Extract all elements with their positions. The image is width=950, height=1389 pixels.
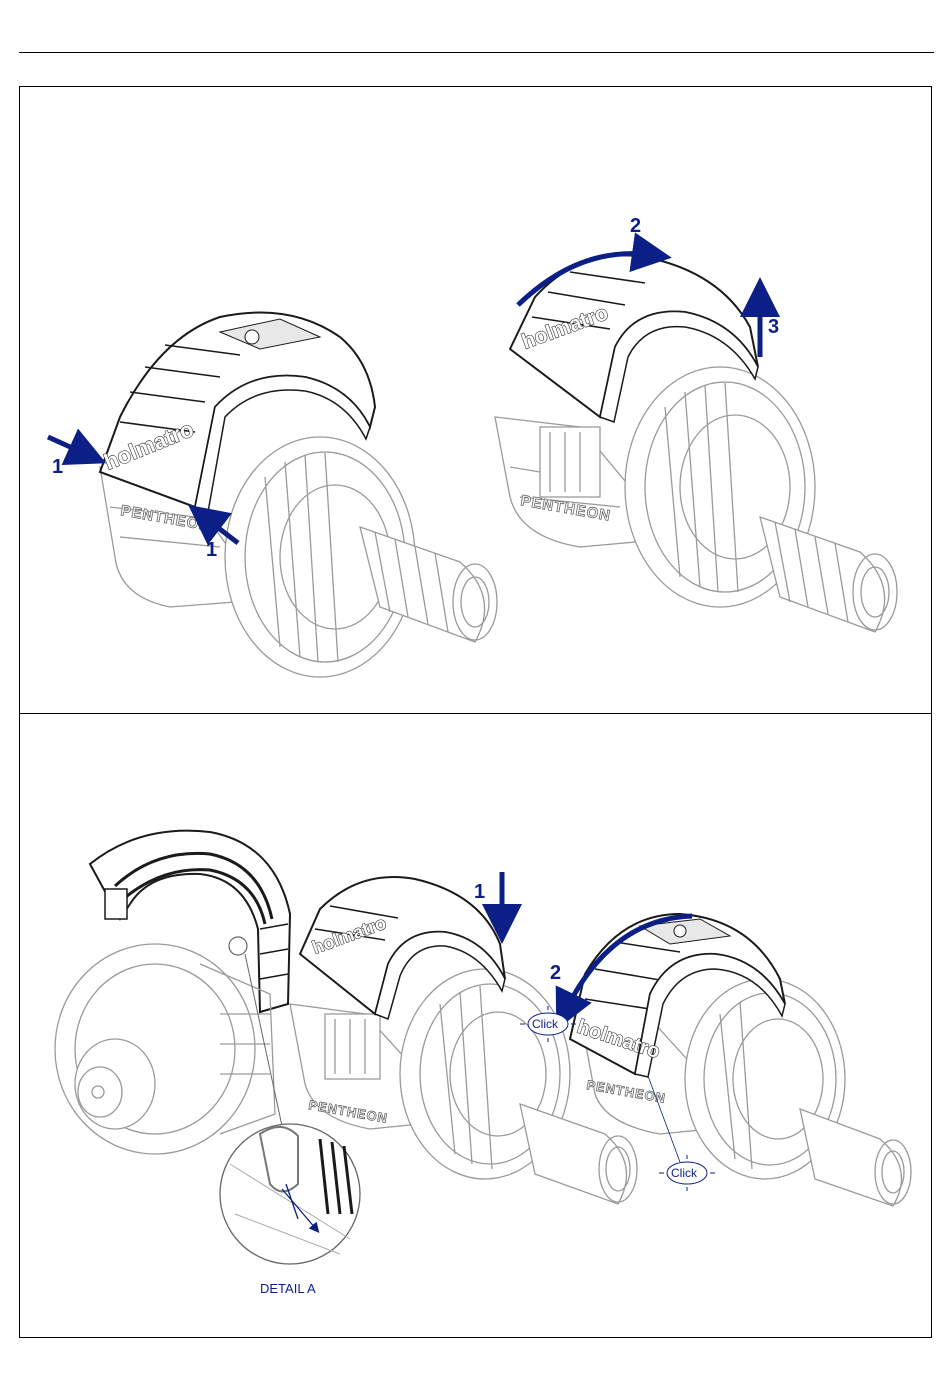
- step-label-rotate-close: 2: [550, 962, 561, 984]
- step-label-push-right: 1: [206, 539, 217, 561]
- tool-rear-view-illustration: [55, 944, 275, 1154]
- click-label-bottom: Click: [671, 1166, 698, 1180]
- push-arrow-left: [48, 437, 88, 455]
- step-label-rotate: 2: [630, 215, 641, 237]
- click-label-left: Click: [532, 1017, 559, 1031]
- detail-a-caption: DETAIL A: [260, 1281, 316, 1296]
- step-label-insert: 1: [474, 881, 485, 903]
- header-rule: [19, 52, 934, 53]
- step-label-lift: 3: [768, 316, 779, 338]
- panel-install-cover: DETAIL A holmatro PENTHEON 1: [20, 714, 931, 1337]
- click-callout-bottom: Click: [659, 1155, 715, 1191]
- step-label-push-left: 1: [52, 456, 63, 478]
- panel-remove-cover: holmatro PENTHEON 1 1 holmatro PENTHEON …: [20, 87, 931, 712]
